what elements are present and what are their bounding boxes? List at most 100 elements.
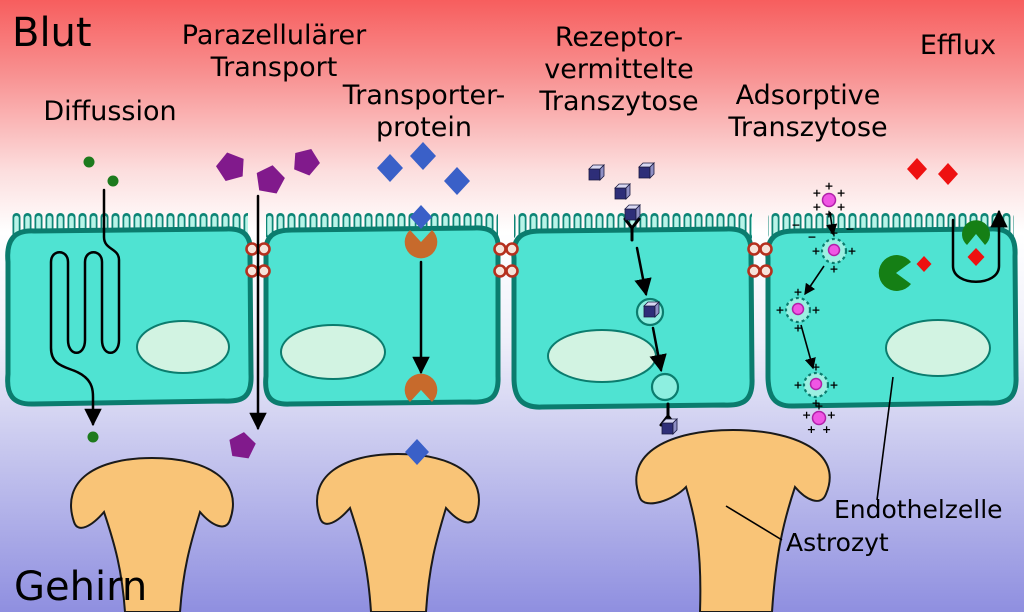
- label-transporter-2: protein: [376, 112, 472, 143]
- tight-junction: [759, 242, 773, 256]
- nucleus: [280, 324, 386, 380]
- adsorptive-arrow: [826, 211, 838, 236]
- astrocyte-endfoot: [70, 456, 234, 612]
- paracellular-molecule: [294, 149, 320, 176]
- ligand-cube: [588, 164, 605, 181]
- plus-charge-symbol: +: [793, 379, 802, 392]
- plus-charge-symbol: +: [836, 187, 845, 200]
- efflux-pump-cytosol: [878, 255, 911, 291]
- diffusion-molecule: [83, 156, 95, 168]
- ligand-cube: [638, 162, 655, 179]
- tight-junction: [505, 264, 519, 278]
- cationic-molecule: [821, 192, 837, 208]
- transporter-mechanism: [377, 142, 470, 465]
- plus-charge-symbol: +: [811, 304, 820, 317]
- plus-charge-symbol: +: [811, 245, 820, 258]
- tight-junction: [759, 264, 773, 278]
- plus-charge-symbol: +: [829, 379, 838, 392]
- endothelial-leader-line: [876, 376, 894, 501]
- astrocyte-leader-line: [725, 505, 783, 541]
- nucleus: [547, 329, 657, 383]
- label-receptor-1: Rezeptor-: [555, 22, 683, 53]
- ligand-cube: [614, 183, 631, 200]
- tight-junction: [493, 242, 507, 256]
- ligand-cube: [643, 301, 660, 318]
- efflux-mechanism: [878, 158, 1008, 291]
- labels: Blut Gehirn Diffussion Parazellulärer Tr…: [12, 10, 1003, 610]
- substrate-molecule: [377, 154, 403, 182]
- astrocyte-endfoot: [316, 452, 480, 612]
- plus-charge-symbol: +: [812, 201, 821, 214]
- substrate-molecule: [444, 167, 470, 195]
- plus-charge-symbol: +: [829, 227, 838, 240]
- endothelial-cells: [5, 210, 1019, 410]
- label-blood: Blut: [12, 10, 92, 56]
- transcytosis-arrow: [649, 326, 667, 373]
- transcytosis-arrow: [634, 246, 652, 297]
- diffusion-mechanism: [49, 156, 121, 443]
- adsorptive-arrow: [800, 324, 816, 370]
- tight-junction: [245, 264, 259, 278]
- minus-charge-symbol: −: [791, 219, 800, 232]
- diffusion-molecule: [107, 175, 119, 187]
- efflux-substrate: [916, 256, 932, 272]
- diffusion-molecule: [87, 431, 99, 443]
- cationic-molecule: [809, 377, 823, 391]
- tight-junction: [257, 264, 271, 278]
- tight-junction: [505, 242, 519, 256]
- plus-charge-symbol: +: [812, 187, 821, 200]
- label-brain: Gehirn: [14, 564, 147, 610]
- nucleus: [136, 320, 230, 374]
- tight-junction: [747, 264, 761, 278]
- minus-charge-symbol: −: [807, 231, 816, 244]
- vesicle: [650, 372, 680, 402]
- plus-charge-symbol: +: [822, 423, 831, 436]
- paracellular-mechanism: [215, 149, 320, 459]
- paracellular-molecule: [256, 165, 285, 194]
- cationic-molecule: [811, 410, 827, 426]
- tight-junction: [245, 242, 259, 256]
- endothelial-cell: [5, 226, 254, 407]
- efflux-pump-membrane: [962, 220, 991, 245]
- plus-charge-symbol: +: [827, 409, 836, 422]
- plus-charge-symbol: +: [824, 208, 833, 221]
- nucleus: [885, 319, 991, 377]
- adsorptive-transcytosis-mechanism: [784, 192, 848, 426]
- label-adsorptive-1: Adsorptive: [736, 80, 881, 111]
- efflux-substrate: [967, 248, 985, 266]
- adsorptive-arrow: [804, 265, 825, 296]
- ligand-cube: [661, 418, 678, 435]
- ligand-cube: [624, 204, 641, 221]
- plus-charge-symbol: +: [829, 263, 838, 276]
- cationic-molecule: [827, 243, 841, 257]
- cationic-molecule: [791, 302, 805, 316]
- substrate-molecule: [410, 205, 432, 229]
- receptor-y: [623, 217, 641, 242]
- paracellular-molecule: [215, 152, 244, 181]
- plus-charge-symbol: +: [793, 322, 802, 335]
- plus-charge-symbol: +: [811, 361, 820, 374]
- label-paracellular-2: Transport: [210, 52, 338, 83]
- substrate-molecule: [410, 142, 436, 170]
- plus-charge-symbol: +: [811, 397, 820, 410]
- plus-charge-symbol: +: [807, 423, 816, 436]
- tight-junction: [257, 242, 271, 256]
- transporter-protein-bottom: [404, 373, 438, 402]
- efflux-arrow: [951, 209, 1008, 283]
- label-adsorptive-2: Transzytose: [727, 112, 887, 143]
- plus-charge-symbol: +: [802, 409, 811, 422]
- label-receptor-3: Transzytose: [538, 86, 698, 117]
- plus-charge-symbol: +: [775, 304, 784, 317]
- receptor-transcytosis-mechanism: [588, 162, 680, 435]
- label-receptor-2: vermittelte: [544, 54, 694, 85]
- tight-junction: [747, 242, 761, 256]
- plus-charge-symbol: +: [847, 245, 856, 258]
- tight-junction: [493, 264, 507, 278]
- transporter-protein-top: [404, 230, 438, 259]
- label-efflux: Efflux: [920, 30, 996, 61]
- diffusion-path-arrow: [49, 188, 121, 427]
- tight-junctions: [245, 242, 773, 278]
- efflux-substrate: [938, 163, 958, 185]
- paracellular-molecule: [229, 432, 256, 459]
- substrate-molecule: [405, 439, 429, 465]
